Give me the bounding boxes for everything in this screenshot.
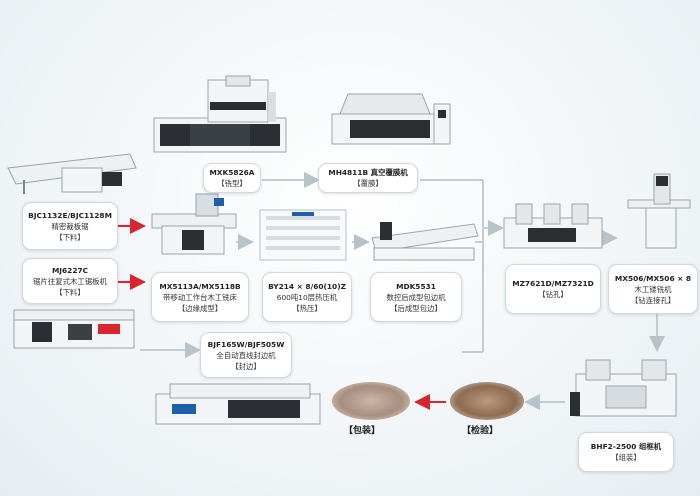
node-bjc-model: BJC1132E/BJC1128M bbox=[28, 210, 112, 220]
node-mj-stage: 【下料】 bbox=[55, 287, 85, 297]
stage-inspection: 【检验】 bbox=[462, 426, 499, 436]
mdk-machine-image bbox=[371, 222, 479, 261]
node-mdk-name: 数控后成型包边机 bbox=[386, 292, 446, 302]
node-mx506-name: 木工镂铣机 bbox=[634, 284, 672, 294]
node-bjf-name: 全自动直线封边机 bbox=[216, 350, 276, 360]
node-mz-stage: 【钻孔】 bbox=[538, 290, 568, 299]
node-mj-model: MJ6227C bbox=[51, 265, 89, 275]
node-by: BY214 × 8/60(10)Z 600吨10层热压机 【热压】 bbox=[262, 272, 352, 322]
mz-machine-image bbox=[503, 203, 603, 249]
node-mj-name: 锯片往复式木工锯板机 bbox=[33, 276, 107, 286]
node-mh-stage: 【覆膜】 bbox=[353, 179, 383, 188]
node-mx506-model: MX506/MX506 × 8 bbox=[614, 273, 692, 283]
node-mxk-model: MXK5826A bbox=[209, 168, 255, 177]
mh-machine-image bbox=[331, 93, 451, 145]
node-mj: MJ6227C 锯片往复式木工锯板机 【下料】 bbox=[22, 258, 118, 304]
node-mh: MH4811B 真空覆膜机 【覆膜】 bbox=[318, 163, 418, 193]
node-bjc-stage: 【下料】 bbox=[55, 232, 85, 242]
node-mx506: MX506/MX506 × 8 木工镂铣机 【钻连接孔】 bbox=[608, 264, 698, 314]
mxk-machine-image bbox=[153, 75, 287, 153]
node-bhf: BHF2-2500 组框机 【组装】 bbox=[578, 432, 674, 472]
node-bjf-stage: 【封边】 bbox=[231, 361, 261, 371]
node-mz-model: MZ7621D/MZ7321D bbox=[512, 279, 594, 288]
mj-machine-image bbox=[13, 309, 135, 349]
node-by-stage: 【热压】 bbox=[292, 303, 322, 313]
node-bjf: BJF165W/BJF505W 全自动直线封边机 【封边】 bbox=[200, 332, 292, 378]
packing-image bbox=[332, 382, 410, 420]
bhf-machine-image bbox=[570, 359, 677, 417]
node-by-name: 600吨10层热压机 bbox=[276, 292, 338, 302]
node-bjc: BJC1132E/BJC1128M 精密裁板锯 【下料】 bbox=[22, 202, 118, 250]
node-mx5113-model: MX5113A/MX5118B bbox=[159, 281, 241, 291]
bjc-machine-image bbox=[7, 153, 137, 194]
node-bjc-name: 精密裁板锯 bbox=[51, 221, 89, 231]
mx506-machine-image bbox=[627, 173, 691, 249]
node-mxk-stage: 【铣型】 bbox=[217, 179, 247, 188]
node-mdk-model: MDK5531 bbox=[396, 281, 436, 291]
stage-packing: 【包装】 bbox=[344, 426, 381, 436]
node-mxk: MXK5826A 【铣型】 bbox=[203, 163, 261, 193]
inspection-image bbox=[450, 382, 524, 420]
node-bhf-model: BHF2-2500 组框机 bbox=[590, 442, 662, 451]
node-mz: MZ7621D/MZ7321D 【钻孔】 bbox=[505, 264, 601, 314]
node-mx5113-name: 带移动工作台木工铣床 bbox=[163, 292, 237, 302]
node-mx506-stage: 【钻连接孔】 bbox=[630, 295, 676, 305]
node-mx5113-stage: 【边缘成型】 bbox=[177, 303, 223, 313]
node-bhf-stage: 【组装】 bbox=[611, 453, 641, 462]
node-by-model: BY214 × 8/60(10)Z bbox=[268, 281, 346, 291]
node-mx5113: MX5113A/MX5118B 带移动工作台木工铣床 【边缘成型】 bbox=[151, 272, 249, 322]
bjf-machine-image bbox=[155, 383, 321, 425]
node-mdk: MDK5531 数控后成型包边机 【后成型包边】 bbox=[370, 272, 462, 322]
node-mh-model: MH4811B 真空覆膜机 bbox=[328, 168, 408, 177]
node-bjf-model: BJF165W/BJF505W bbox=[207, 339, 285, 349]
node-mdk-stage: 【后成型包边】 bbox=[390, 303, 442, 313]
mx5113-machine-image bbox=[151, 193, 237, 255]
by-machine-image bbox=[259, 209, 347, 261]
